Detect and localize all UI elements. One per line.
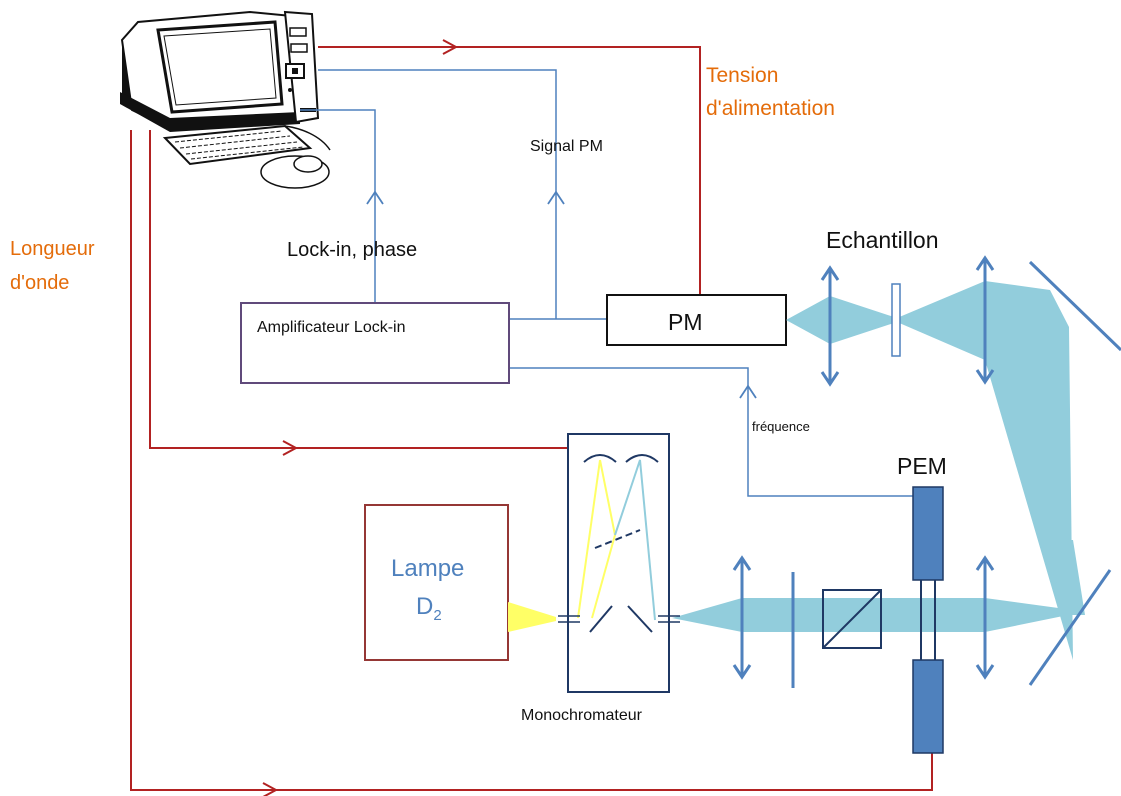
sample xyxy=(891,283,901,357)
label-ampli: Amplificateur Lock-in xyxy=(257,319,406,336)
computer-icon xyxy=(120,10,331,189)
mirror-top-right xyxy=(1028,260,1121,352)
blue-wires xyxy=(300,69,915,497)
red-arrowheads xyxy=(262,39,459,796)
label-tension: Tension xyxy=(706,64,778,87)
lens-lower-left xyxy=(732,555,752,680)
label-lampe: Lampe xyxy=(391,555,464,582)
polarizer xyxy=(822,589,882,649)
monochromator xyxy=(558,433,680,693)
pem-modulator xyxy=(912,486,944,754)
ampli-box xyxy=(240,302,510,384)
label-pem: PEM xyxy=(897,453,947,479)
label-signal-pm: Signal PM xyxy=(530,138,603,155)
lens-upper-right xyxy=(975,255,995,385)
label-frequence: fréquence xyxy=(752,419,810,434)
lamp-beam xyxy=(508,602,556,632)
lens-upper-left xyxy=(820,265,840,387)
label-pm: PM xyxy=(668,309,703,335)
blue-arrowheads xyxy=(366,190,757,399)
pm-box xyxy=(606,294,787,346)
label-echantillon: Echantillon xyxy=(826,227,939,253)
mirror-bottom-right xyxy=(1028,569,1112,686)
label-lockin-phase: Lock-in, phase xyxy=(287,239,417,261)
sample-beam xyxy=(786,281,1073,660)
label-monochromateur: Monochromateur xyxy=(521,707,643,724)
red-wires xyxy=(130,46,933,791)
lens-lower-right xyxy=(975,555,995,680)
label-onde: d'onde xyxy=(10,272,69,294)
label-alimentation: d'alimentation xyxy=(706,97,835,120)
label-longueur: Longueur xyxy=(10,238,95,260)
lamp-box xyxy=(364,504,509,661)
label-d2: D2 xyxy=(416,593,442,624)
lower-beam xyxy=(672,540,1085,632)
